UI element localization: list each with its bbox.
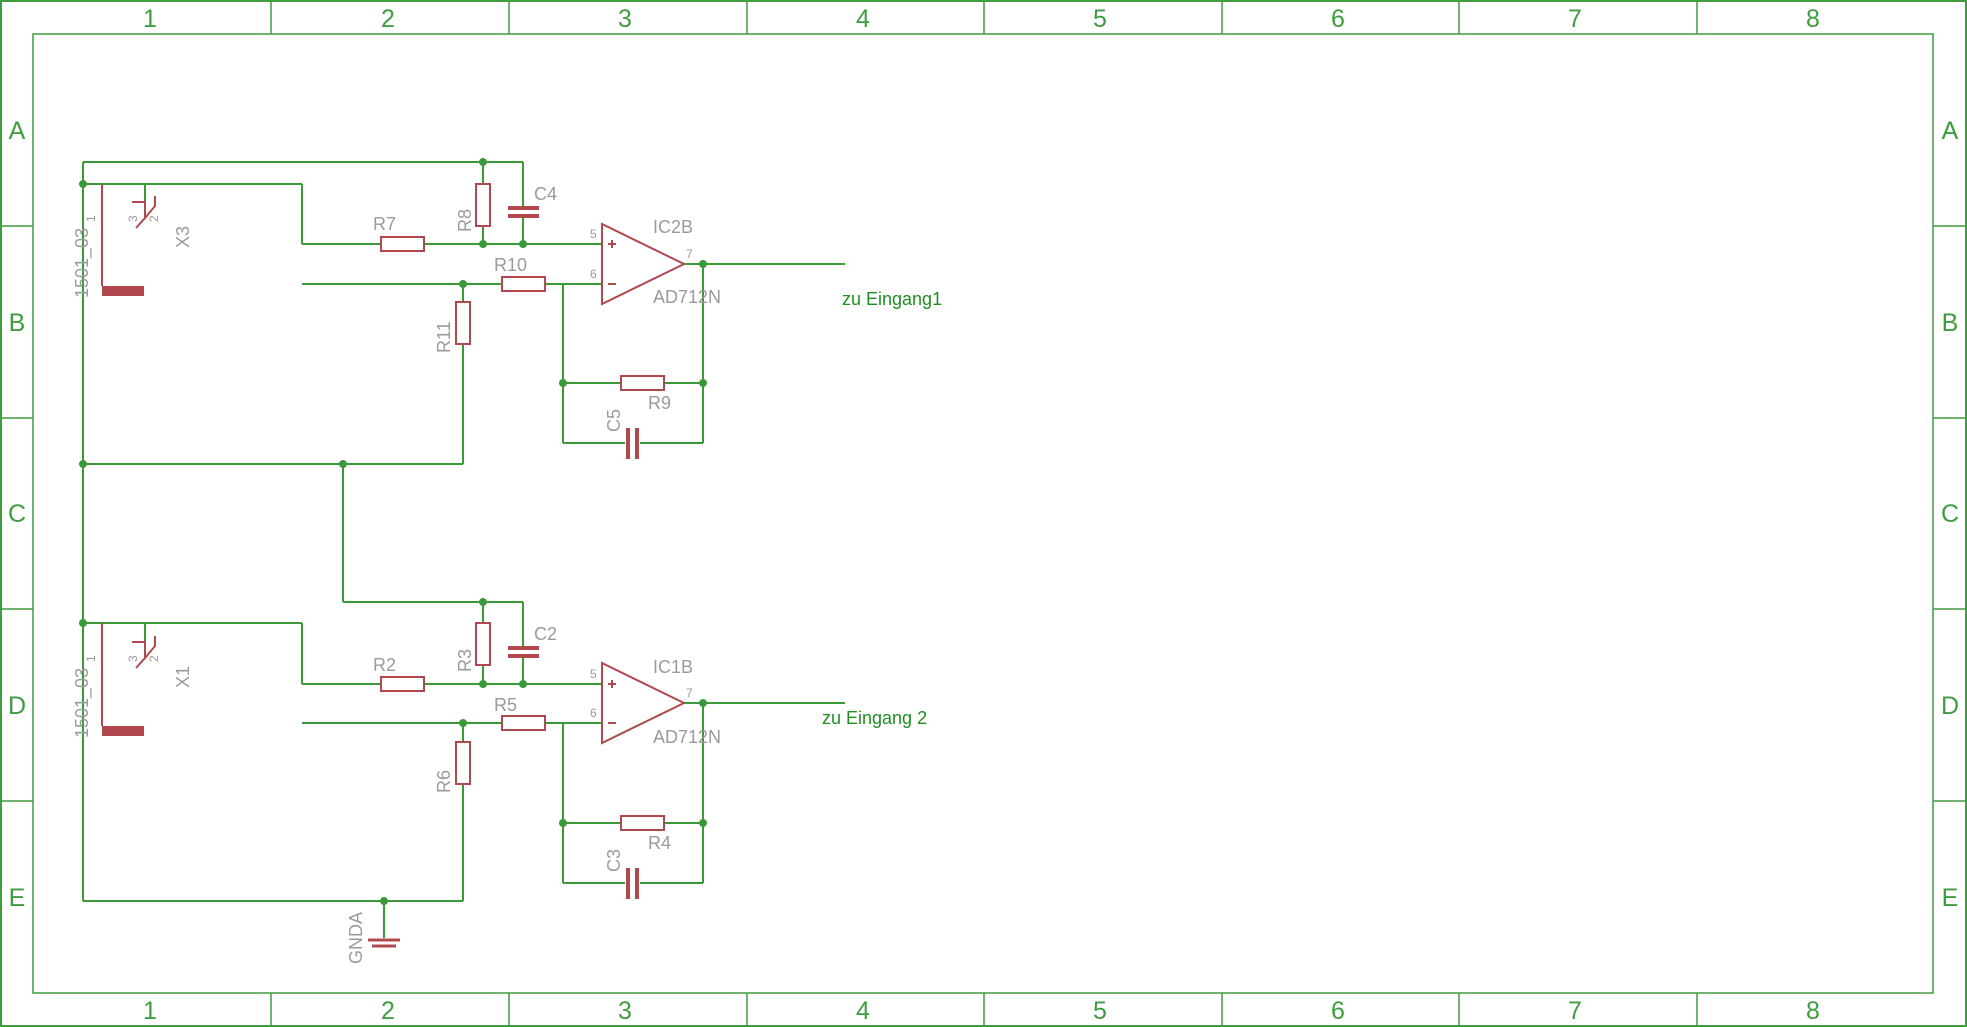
column-label: 3 [618,997,632,1025]
opamp-pin-out: 7 [686,247,693,261]
row-label: C [8,500,26,528]
capacitor-c2 [508,646,539,658]
wires-shared [82,161,523,938]
bottom-wires [83,602,845,901]
row-labels-left: A B C D E [8,117,26,912]
connector-pin-label: 3 [126,215,140,222]
row-labels-right: A B C D E [1941,117,1959,912]
resistor-r8 [475,183,491,227]
row-label: D [1941,692,1959,720]
connector-pin-label: 3 [126,655,140,662]
capacitor-c3-label: C3 [604,849,624,872]
column-label: 5 [1093,997,1107,1025]
opamp-pin-plus: 5 [590,667,597,681]
capacitor-c5-label: C5 [604,409,624,432]
junctions-top [79,158,707,468]
capacitor-c4 [508,206,539,218]
resistor-r6 [455,741,471,785]
resistor-r10 [501,276,546,292]
resistor-r7 [380,236,425,252]
connector-name: X1 [173,666,193,688]
column-label: 6 [1331,997,1345,1025]
row-label: E [1942,884,1959,912]
resistor-r9 [620,375,665,391]
resistor-r9-label: R9 [648,393,671,413]
ground-symbol [368,938,400,948]
circuit-bottom: 1 3 2 X1 1501_03 R2 R3 C2 R5 R6 R4 C3 [72,598,927,905]
column-label: 2 [381,997,395,1025]
connector-x3 [101,184,156,296]
opamp-ic1b [601,661,687,745]
resistor-r8-label: R8 [455,209,475,232]
column-label: 2 [381,5,395,33]
ground-label: GNDA [346,912,366,964]
column-labels-top: 1 2 3 4 5 6 7 8 [143,5,1820,33]
junctions-bottom [79,598,707,905]
opamp-pin-minus: 6 [590,267,597,281]
connector-value: 1501_03 [72,228,93,298]
opamp-value: AD712N [653,287,721,307]
resistor-r2-label: R2 [373,655,396,675]
capacitor-c3 [626,868,639,899]
column-label: 4 [856,5,870,33]
opamp-pin-plus: 5 [590,227,597,241]
row-label: B [9,309,26,337]
opamp-pin-minus: 6 [590,706,597,720]
column-labels-bottom: 1 2 3 4 5 6 7 8 [143,997,1820,1025]
resistor-r7-label: R7 [373,214,396,234]
opamp-name: IC2B [653,217,693,237]
circuit-top: 1 3 2 X3 1501_03 R7 R8 C4 R10 R11 R9 C5 [72,158,942,468]
capacitor-c2-label: C2 [534,624,557,644]
column-label: 6 [1331,5,1345,33]
capacitor-c5 [626,428,639,459]
resistor-r11 [455,301,471,345]
connector-value: 1501_03 [72,668,93,738]
output-label-bottom: zu Eingang 2 [822,708,927,728]
column-label: 7 [1568,997,1582,1025]
opamp-name: IC1B [653,657,693,677]
resistor-r6-label: R6 [434,770,454,793]
connector-pin-label: 2 [147,655,161,662]
resistor-r10-label: R10 [494,255,527,275]
row-label: D [8,692,26,720]
output-label-top: zu Eingang1 [842,289,942,309]
connector-pin-label: 1 [84,215,98,222]
column-label: 5 [1093,5,1107,33]
resistor-r3-label: R3 [455,649,475,672]
resistor-r4 [620,815,665,831]
row-label: A [9,117,26,145]
column-label: 8 [1806,5,1820,33]
connector-name: X3 [173,226,193,248]
opamp-value: AD712N [653,727,721,747]
resistor-r5 [501,715,546,731]
column-label: 4 [856,997,870,1025]
resistor-r2 [380,676,425,692]
connector-pin-label: 2 [147,215,161,222]
opamp-pin-out: 7 [686,686,693,700]
capacitor-c4-label: C4 [534,184,557,204]
column-label: 1 [143,997,157,1025]
column-label: 3 [618,5,632,33]
opamp-ic2b [601,222,687,306]
resistor-r3 [475,622,491,666]
connector-pin-label: 1 [84,655,98,662]
column-label: 1 [143,5,157,33]
resistor-r5-label: R5 [494,695,517,715]
row-label: B [1942,309,1959,337]
row-label: E [9,884,26,912]
row-label: C [1941,500,1959,528]
resistor-r4-label: R4 [648,833,671,853]
resistor-r11-label: R11 [434,321,454,353]
connector-x1 [101,623,156,736]
row-label: A [1942,117,1959,145]
column-label: 7 [1568,5,1582,33]
column-label: 8 [1806,997,1820,1025]
